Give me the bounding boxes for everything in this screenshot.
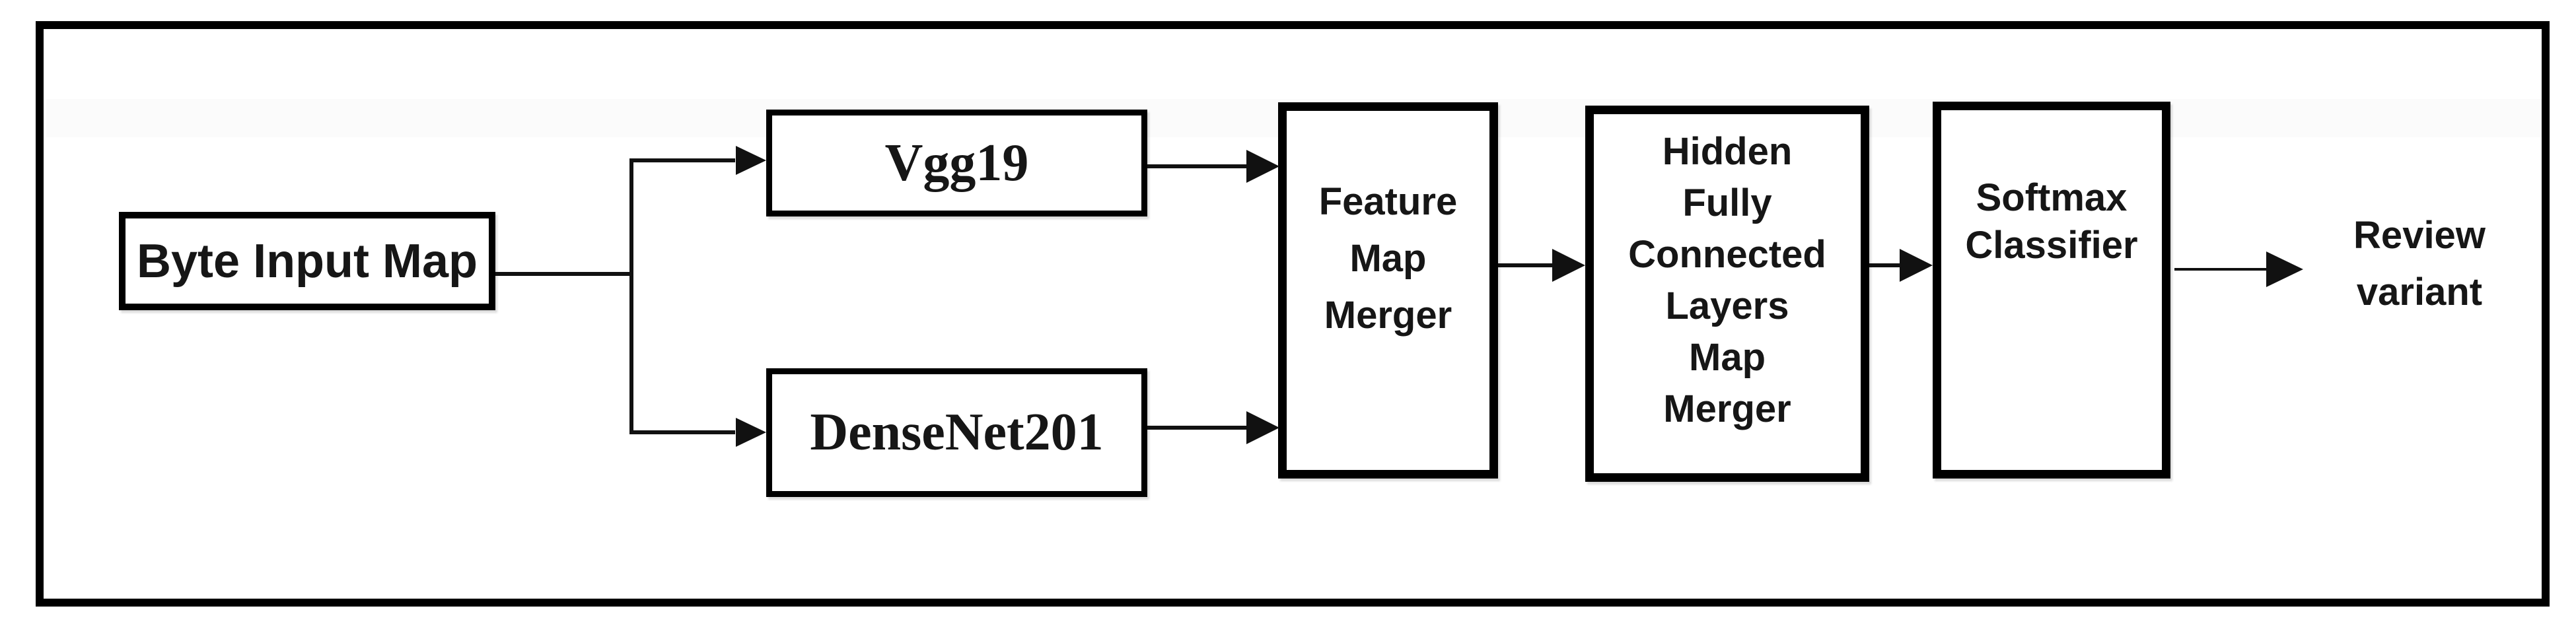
connector-branch-to-densenet201 <box>629 430 735 434</box>
node-byte-input-map: Byte Input Map <box>119 212 495 310</box>
arrowhead-into-feature-map-merger-bottom <box>1246 411 1279 444</box>
arrowhead-into-softmax <box>1900 249 1933 282</box>
node-vgg19-label: Vgg19 <box>884 133 1029 192</box>
connector-branch-vertical <box>629 160 633 434</box>
connector-branch-to-vgg19 <box>629 158 735 162</box>
node-hidden-fully-connected-label: Hidden Fully Connected Layers Map Merger <box>1628 130 1826 430</box>
output-review-variant-label: Review variant <box>2353 214 2486 314</box>
arrowhead-into-hidden <box>1552 249 1585 282</box>
arrowhead-into-review-variant <box>2266 251 2303 287</box>
node-hidden-fully-connected-layers-map-merger: Hidden Fully Connected Layers Map Merger <box>1585 106 1869 482</box>
node-byte-input-map-label: Byte Input Map <box>137 234 478 288</box>
arrowhead-into-feature-map-merger-top <box>1246 150 1279 183</box>
node-densenet201-label: DenseNet201 <box>810 403 1104 461</box>
connector-densenet201-to-feature-map-merger <box>1147 426 1248 430</box>
connector-hidden-to-softmax <box>1869 263 1901 267</box>
connector-fmm-to-hidden <box>1498 263 1555 267</box>
connector-softmax-to-review <box>2174 268 2268 271</box>
node-feature-map-merger: Feature Map Merger <box>1278 102 1498 479</box>
arrowhead-into-densenet201 <box>736 418 766 447</box>
node-softmax-classifier: Softmax Classifier <box>1933 102 2170 479</box>
arrowhead-into-vgg19 <box>736 146 766 175</box>
connector-vgg19-to-feature-map-merger <box>1147 164 1248 168</box>
node-feature-map-merger-label: Feature Map Merger <box>1318 180 1458 337</box>
connector-byte-to-branch <box>495 272 631 276</box>
node-densenet201: DenseNet201 <box>766 368 1147 497</box>
node-softmax-classifier-label: Softmax Classifier <box>1965 176 2138 267</box>
node-vgg19: Vgg19 <box>766 110 1147 216</box>
